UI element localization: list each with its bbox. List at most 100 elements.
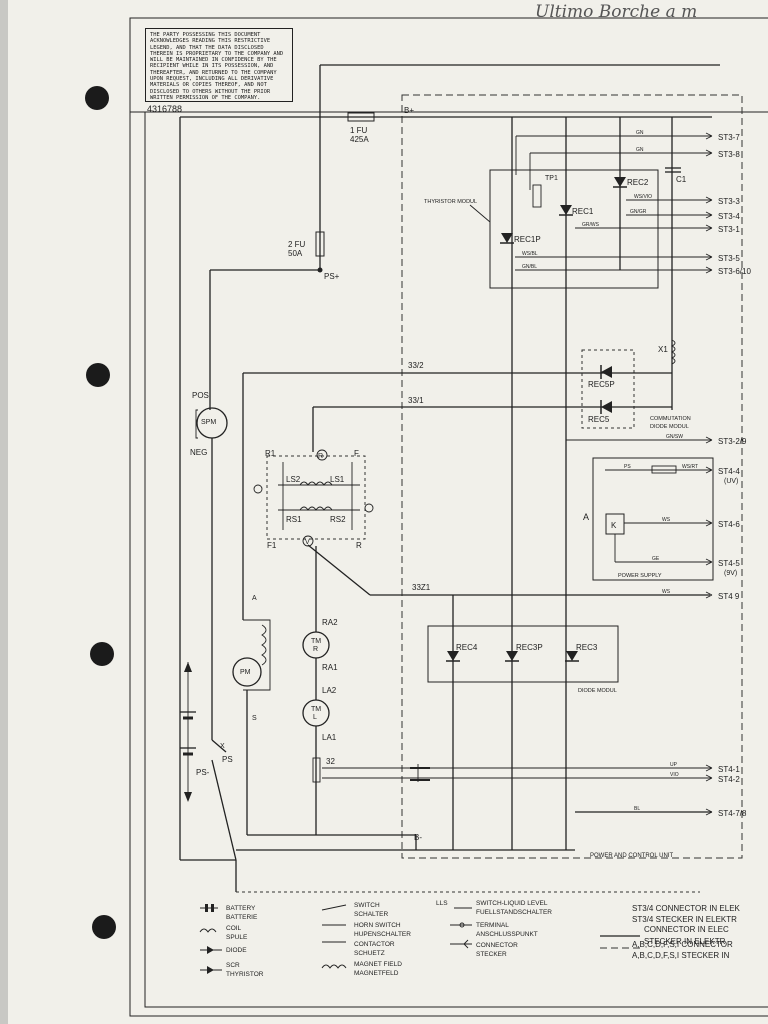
pm-coil: [261, 624, 267, 666]
legend-text: SCHALTER: [354, 911, 388, 918]
legend-symbols: [199, 904, 640, 974]
punch-hole: [92, 915, 116, 939]
wire-code: GN/BL: [522, 264, 537, 270]
label-pos: POS: [192, 391, 209, 400]
resistor: [312, 757, 321, 783]
legend-text: BATTERIE: [226, 914, 258, 921]
label-fuse-1-rating: 425A: [350, 135, 369, 144]
label-tm-r-1: TM: [311, 638, 321, 645]
legend-text: ST3/4 CONNECTOR IN ELEK: [632, 904, 741, 913]
legend-text: FUELLSTANDSCHALTER: [476, 909, 552, 916]
connector-label: (UV): [724, 478, 738, 485]
label-v: V: [305, 539, 310, 546]
connector-label: ST4-6: [718, 520, 740, 529]
legend-text: HORN SWITCH: [354, 922, 401, 929]
wire-code: WS: [662, 589, 671, 595]
resistor: [651, 465, 677, 474]
label-fuse-2: 2 FU: [288, 240, 306, 249]
arrow: [184, 662, 192, 672]
thyristor-module-box: [489, 169, 659, 289]
label-x: X: [220, 743, 225, 750]
wire-code: GN/GR: [630, 209, 647, 215]
label-ps-plus: PS+: [324, 272, 340, 281]
x1-coil: [670, 339, 676, 365]
label-ra1: RA1: [322, 663, 338, 672]
connector-label: ST4-1: [718, 765, 740, 774]
label-fuse-2-rating: 50A: [288, 249, 303, 258]
legend-text: SWITCH-LIQUID LEVEL: [476, 900, 548, 907]
legend-text: LLS: [436, 900, 448, 907]
wire-code: GE: [652, 556, 660, 562]
wire-code: GN/SW: [666, 434, 683, 440]
punch-hole: [90, 642, 114, 666]
legend-text: HUPENSCHALTER: [354, 931, 411, 938]
label-la2: LA2: [322, 686, 337, 695]
label-33-2: 33/2: [408, 361, 424, 370]
label-la1: LA1: [322, 733, 337, 742]
connector-arrows: [705, 132, 713, 816]
label-s: S: [252, 715, 257, 722]
label-rec2: REC2: [627, 178, 649, 187]
label-ls2: LS2: [286, 475, 301, 484]
label-x1: X1: [658, 345, 668, 354]
punch-hole: [85, 86, 109, 110]
wire-code: BL: [634, 806, 640, 812]
label-b-minus: B-: [414, 833, 422, 842]
connector-label: ST3-5: [718, 254, 740, 263]
connector-label: ST4-7/8: [718, 809, 747, 818]
drawing-number: 4316788: [147, 104, 183, 114]
legend-text: MAGNET FIELD: [354, 961, 402, 968]
label-r1: R1: [265, 449, 276, 458]
wire-code: VIO: [670, 772, 679, 778]
label-tp1: TP1: [545, 175, 558, 182]
wire-code: GN: [636, 147, 644, 153]
connector-label: ST3-3: [718, 197, 740, 206]
label-ra2: RA2: [322, 618, 338, 627]
legend-text: COIL: [226, 925, 242, 932]
power-supply-box: [592, 457, 714, 581]
punch-hole: [86, 363, 110, 387]
contactor-box: [266, 455, 366, 540]
handwritten-note: Ultimo Borche a m: [535, 2, 698, 22]
leader-line: [469, 204, 491, 223]
label-32: 32: [326, 757, 335, 766]
label-commutation: COMMUTATION: [650, 416, 691, 422]
label-c1: C1: [676, 175, 687, 184]
legend-text: CONTACTOR: [354, 941, 395, 948]
wire-code: WS/VIO: [634, 194, 652, 200]
legend-text: A,B,C,D,F,S,I STECKER IN: [632, 951, 730, 960]
wire-code: WS/BL: [522, 251, 538, 257]
label-commutation-module: DIODE MODUL: [650, 424, 689, 430]
legend-text: CONNECTOR IN ELEC: [644, 925, 729, 934]
schematic-sheet: [8, 0, 768, 1024]
label-diode-modul: DIODE MODUL: [578, 688, 617, 694]
label-f: F: [354, 449, 359, 458]
label-ls1: LS1: [330, 475, 345, 484]
terminal-right: [364, 503, 374, 513]
label-rec3p: REC3P: [516, 643, 543, 652]
pm-motor: [232, 657, 262, 687]
label-power-supply: POWER SUPPLY: [618, 573, 662, 579]
label-pm: PM: [240, 669, 251, 676]
wire-code: WS: [662, 517, 671, 523]
label-tm-l-1: TM: [311, 706, 321, 713]
label-rec1: REC1: [572, 207, 594, 216]
connector-label: ST3-1: [718, 225, 740, 234]
wire-code: GR/WS: [582, 222, 600, 228]
terminal-r: [316, 449, 328, 461]
frame-outer: [129, 17, 768, 1017]
label-r: R: [318, 453, 323, 460]
label-relay-a: A: [583, 512, 589, 522]
legend-text: THYRISTOR: [226, 971, 264, 978]
legend-text: BATTERY: [226, 905, 256, 912]
legend-text: DIODE: [226, 947, 247, 954]
tp1-resistor: [532, 184, 542, 208]
label-thyristor-modul: THYRISTOR MODUL: [424, 199, 477, 205]
label-ps-minus: PS-: [196, 768, 210, 777]
label-k: K: [611, 521, 617, 530]
legend-text: SCHUETZ: [354, 950, 385, 957]
restrictive-legend-box: THE PARTY POSSESSING THIS DOCUMENT ACKNO…: [145, 28, 293, 102]
label-r-bottom: R: [356, 541, 362, 550]
legend-text: SPULE: [226, 934, 248, 941]
